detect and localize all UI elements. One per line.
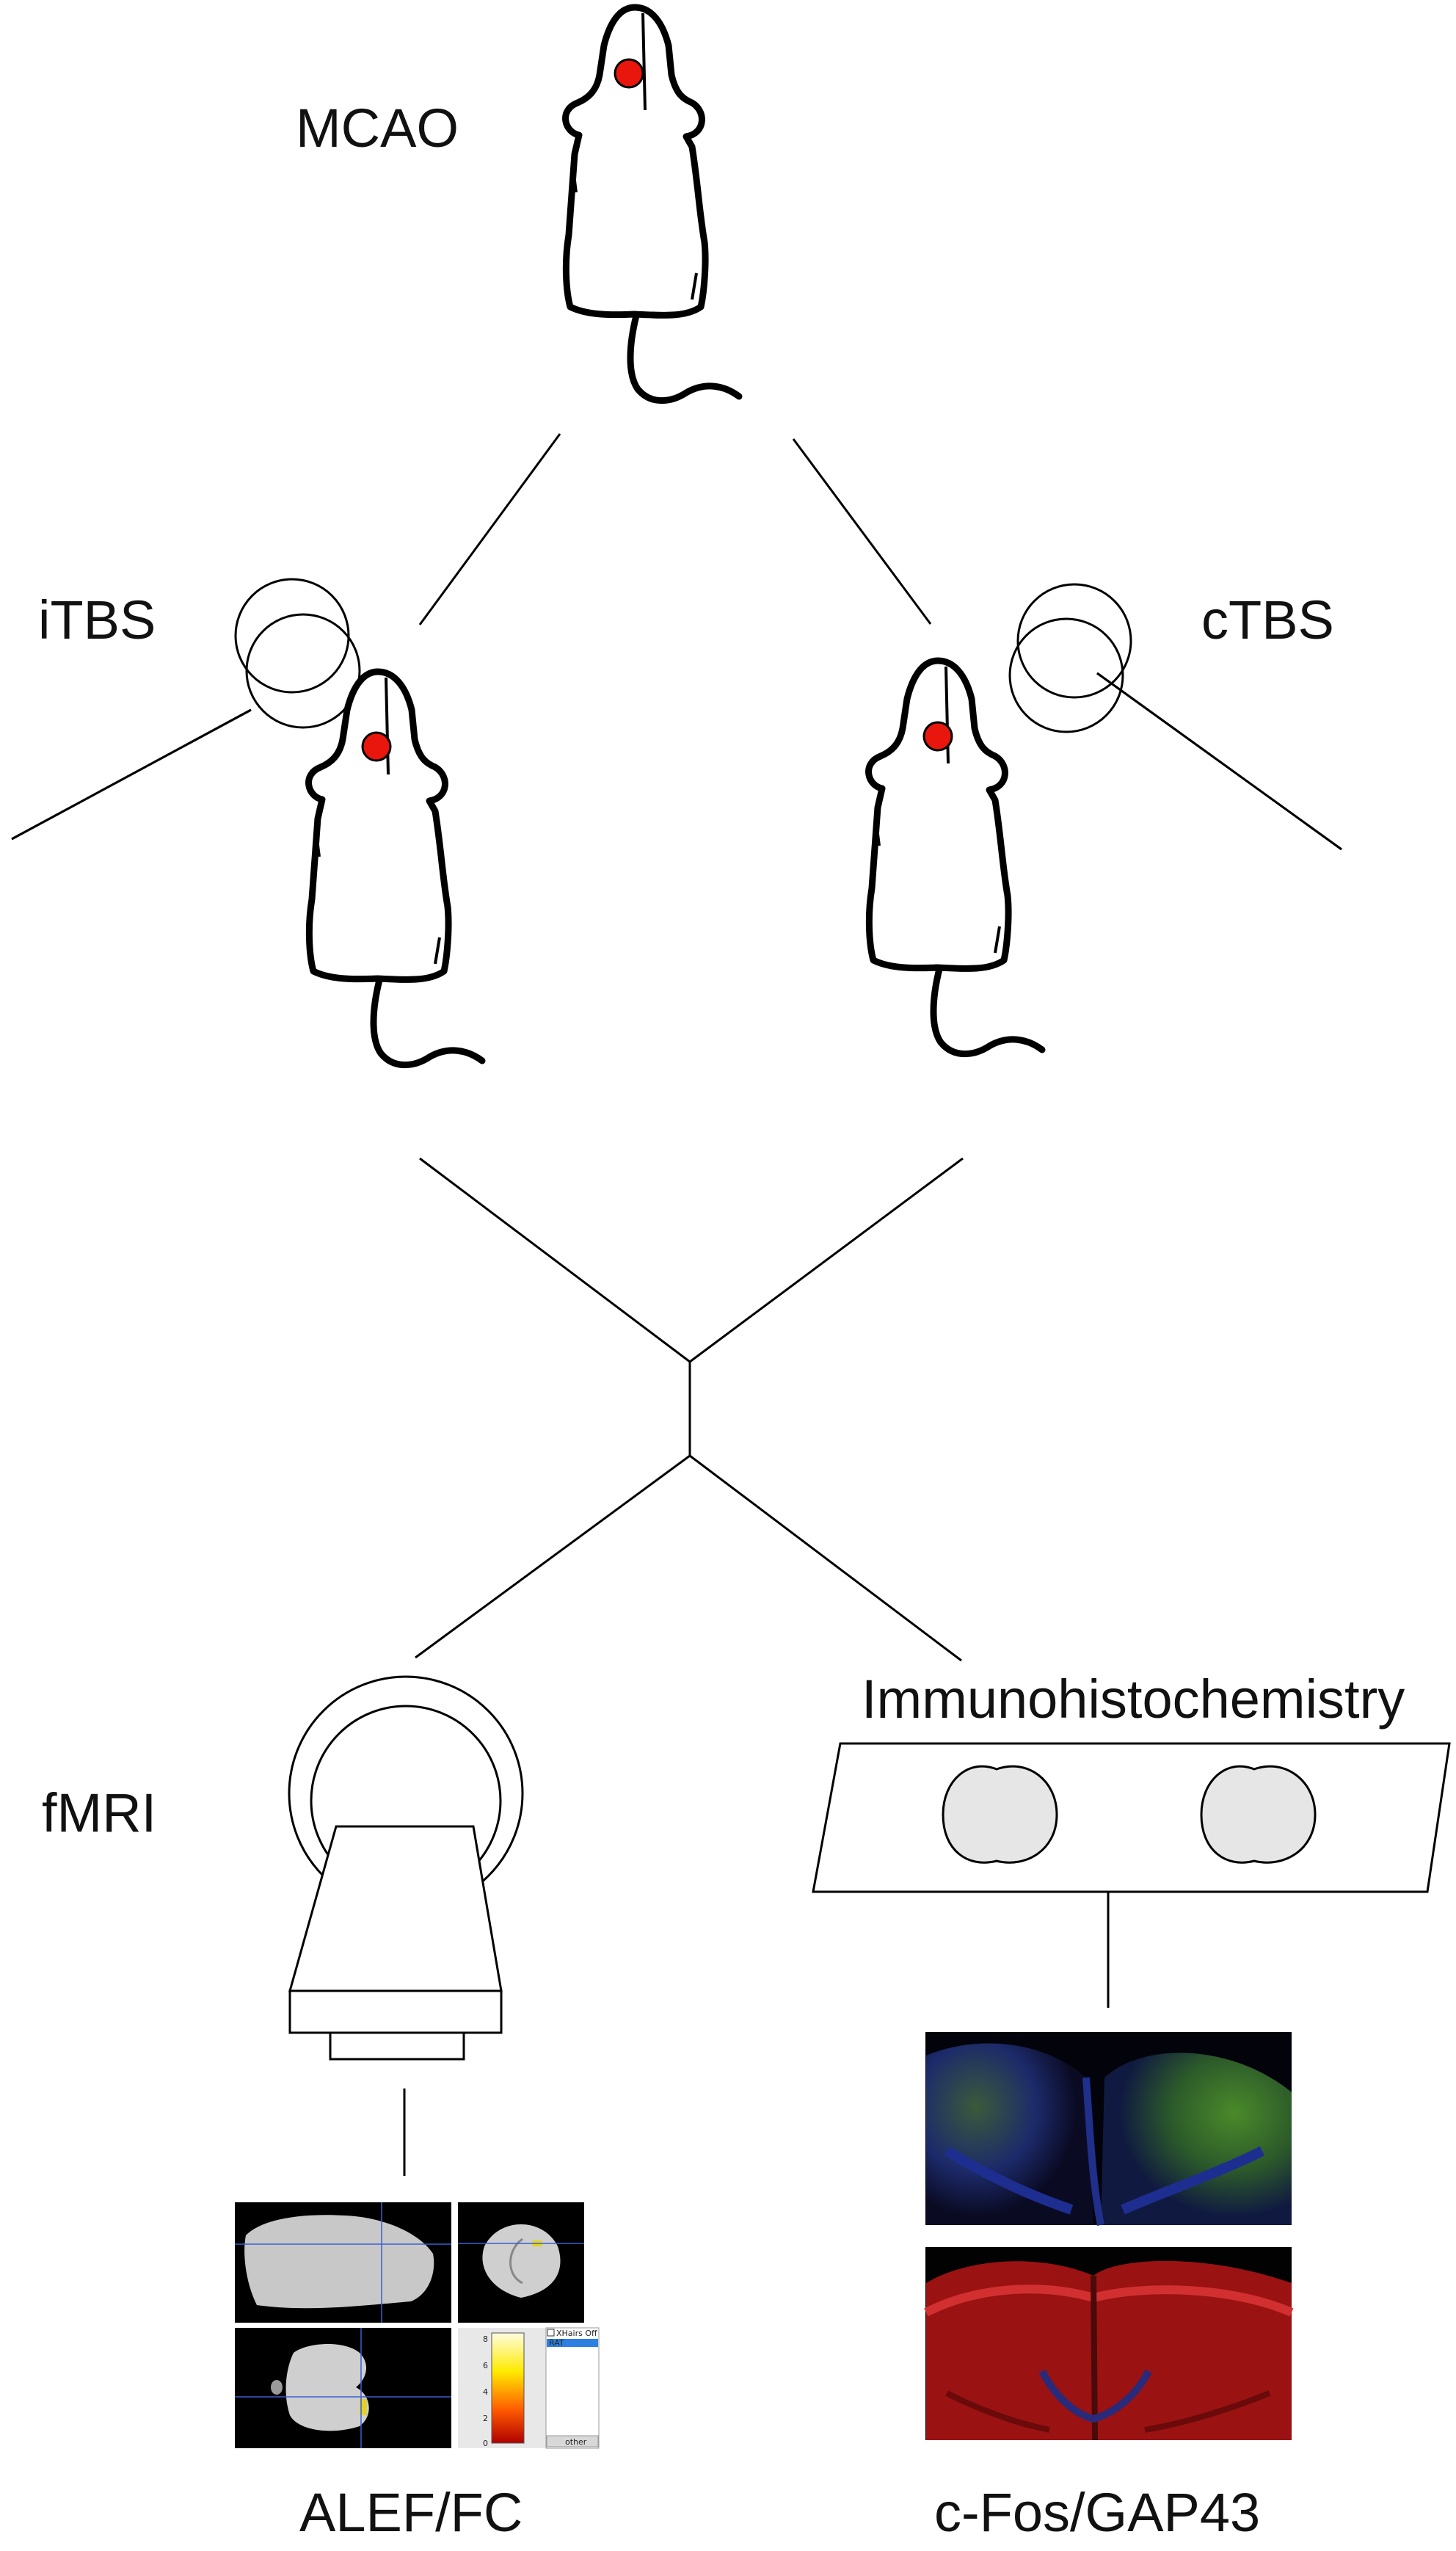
colorbar-tick: 4 [483,2387,488,2397]
mouse-icon [566,7,739,401]
brain-slice-icon [942,1765,1058,1864]
label-fmri: fMRI [42,1782,156,1843]
fmri-screenshot: 8 6 4 2 0 XHairs Off RAT other [235,2202,600,2449]
list-panel [545,2327,600,2449]
brain-slice-icon [1200,1765,1317,1864]
label-ctbs: cTBS [1201,589,1334,650]
label-itbs: iTBS [38,589,156,650]
mri-scanner-icon [288,1675,524,2061]
lesion-dot [614,58,644,89]
gap43-stain-image [924,2247,1294,2441]
mcao-mouse [566,7,739,401]
connector-lines [403,433,1110,2176]
label-mcao: MCAO [296,98,459,159]
mouse-icon [869,661,1042,1054]
label-cfos-gap43: c-Fos/GAP43 [934,2482,1260,2543]
ctbs-group: cTBS [869,583,1342,1054]
itbs-group: iTBS [11,578,482,1065]
list-item-rat: RAT [549,2338,564,2348]
tms-coil-icon [1008,583,1132,733]
colorbar-tick: 6 [483,2361,488,2370]
mouse-icon [309,672,482,1065]
colorbar-tick: 0 [483,2439,488,2448]
colorbar-tick: 2 [483,2414,488,2423]
xhairs-checkbox-label: XHairs Off [556,2329,597,2338]
colorbar-tick: 8 [483,2334,488,2344]
other-button: other [565,2437,587,2447]
label-immuno: Immunohistochemistry [862,1669,1405,1730]
cfos-stain-image [925,2032,1292,2226]
lesion-dot [361,731,392,762]
tms-coil-icon [234,578,361,729]
microscope-slide [812,1742,1451,1893]
lesion-dot [922,721,953,752]
label-alef-fc: ALEF/FC [299,2482,523,2543]
